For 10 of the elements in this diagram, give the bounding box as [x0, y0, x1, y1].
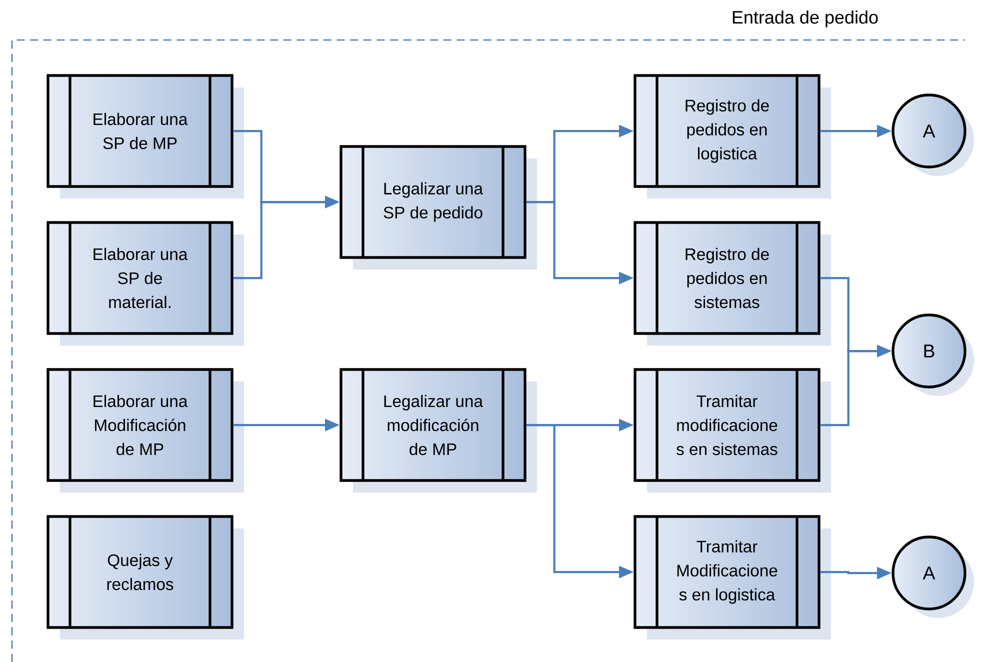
process-box: Quejas y reclamos	[46, 515, 244, 640]
process-box: Elaborar una SP de material.	[46, 221, 244, 346]
process-box: Elaborar una SP de MP	[46, 74, 244, 198]
process-box: Tramitar Modificacione s en logistica	[634, 515, 831, 640]
process-box: Legalizar una SP de pedido	[340, 145, 537, 270]
process-box: Registro de pedidos en logistica	[634, 74, 831, 198]
process-box: Tramitar modificacione s en sistemas	[634, 368, 831, 492]
process-box: Registro de pedidos en sistemas	[634, 221, 831, 346]
process-box: Legalizar una modificación de MP	[340, 368, 537, 492]
process-box: Elaborar una Modificación de MP	[46, 368, 244, 492]
